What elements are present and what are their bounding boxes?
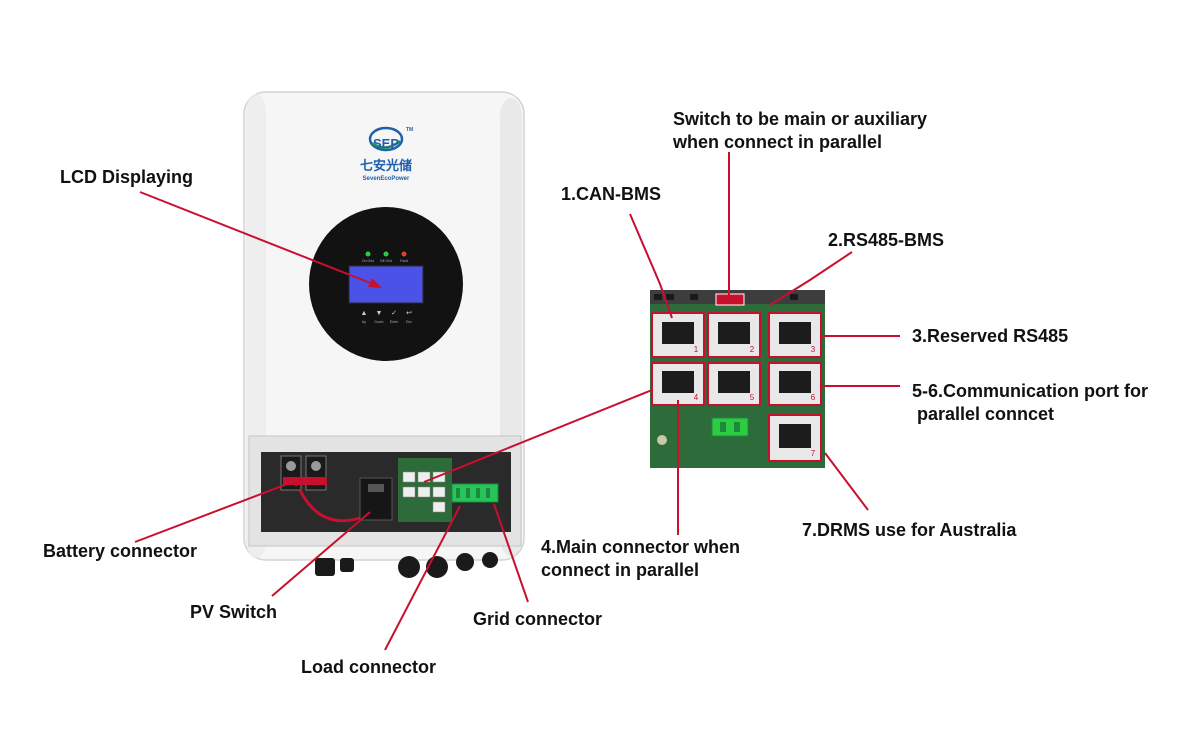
off-grid-led <box>383 251 389 257</box>
led-label: Fault <box>400 259 408 263</box>
esc-key-icon: ↩ <box>406 310 412 317</box>
brand-logo: SEP TM 七安光储 SevenEcoPower <box>360 126 413 182</box>
port-number: 2 <box>750 345 755 354</box>
up-key-icon: ▲ <box>361 310 368 317</box>
brand-name-en: SevenEcoPower <box>363 176 410 182</box>
fault-led <box>401 251 407 257</box>
key-label: Down <box>375 320 384 324</box>
port-number: 1 <box>694 345 699 354</box>
main-aux-switch <box>715 293 745 306</box>
label-load-connector: Load connector <box>301 657 437 677</box>
port-number: 6 <box>811 393 816 402</box>
enter-key-icon: ✓ <box>391 310 397 317</box>
label-pv-switch: PV Switch <box>190 602 278 622</box>
label-drms: 7.DRMS use for Australia <box>802 520 1017 540</box>
label-grid-connector: Grid connector <box>473 609 603 629</box>
label-communication-port: 5-6.Communication port for parallel conn… <box>912 381 1149 424</box>
led-label: Off Grid <box>380 259 392 263</box>
drms-plug <box>711 417 749 437</box>
label-main-aux-switch: Switch to be main or auxiliary when conn… <box>673 109 928 152</box>
logo-mark: SEP <box>373 136 399 151</box>
trademark-mark: TM <box>406 127 413 133</box>
brand-name-cn: 七安光储 <box>360 158 412 173</box>
label-main-connector: 4.Main connector when connect in paralle… <box>541 537 741 580</box>
display-keys: ▲ ▼ ✓ ↩ Up Down Enter Esc <box>361 310 413 324</box>
rj45-ports <box>651 312 822 462</box>
key-label: Enter <box>390 320 399 324</box>
key-label: Esc <box>406 320 412 324</box>
down-key-icon: ▼ <box>376 310 383 317</box>
label-lcd-displaying: LCD Displaying <box>60 167 194 187</box>
port-number: 3 <box>811 345 816 354</box>
label-reserved-rs485: 3.Reserved RS485 <box>912 326 1069 346</box>
port-number: 7 <box>811 449 816 458</box>
label-can-bms: 1.CAN-BMS <box>561 184 662 204</box>
label-rs485-bms: 2.RS485-BMS <box>828 230 945 250</box>
label-battery-connector: Battery connector <box>43 541 198 561</box>
port-number: 5 <box>750 393 755 402</box>
key-label: Up <box>362 320 367 324</box>
port-number: 4 <box>694 393 699 402</box>
battery-terminal-cover <box>283 477 327 485</box>
